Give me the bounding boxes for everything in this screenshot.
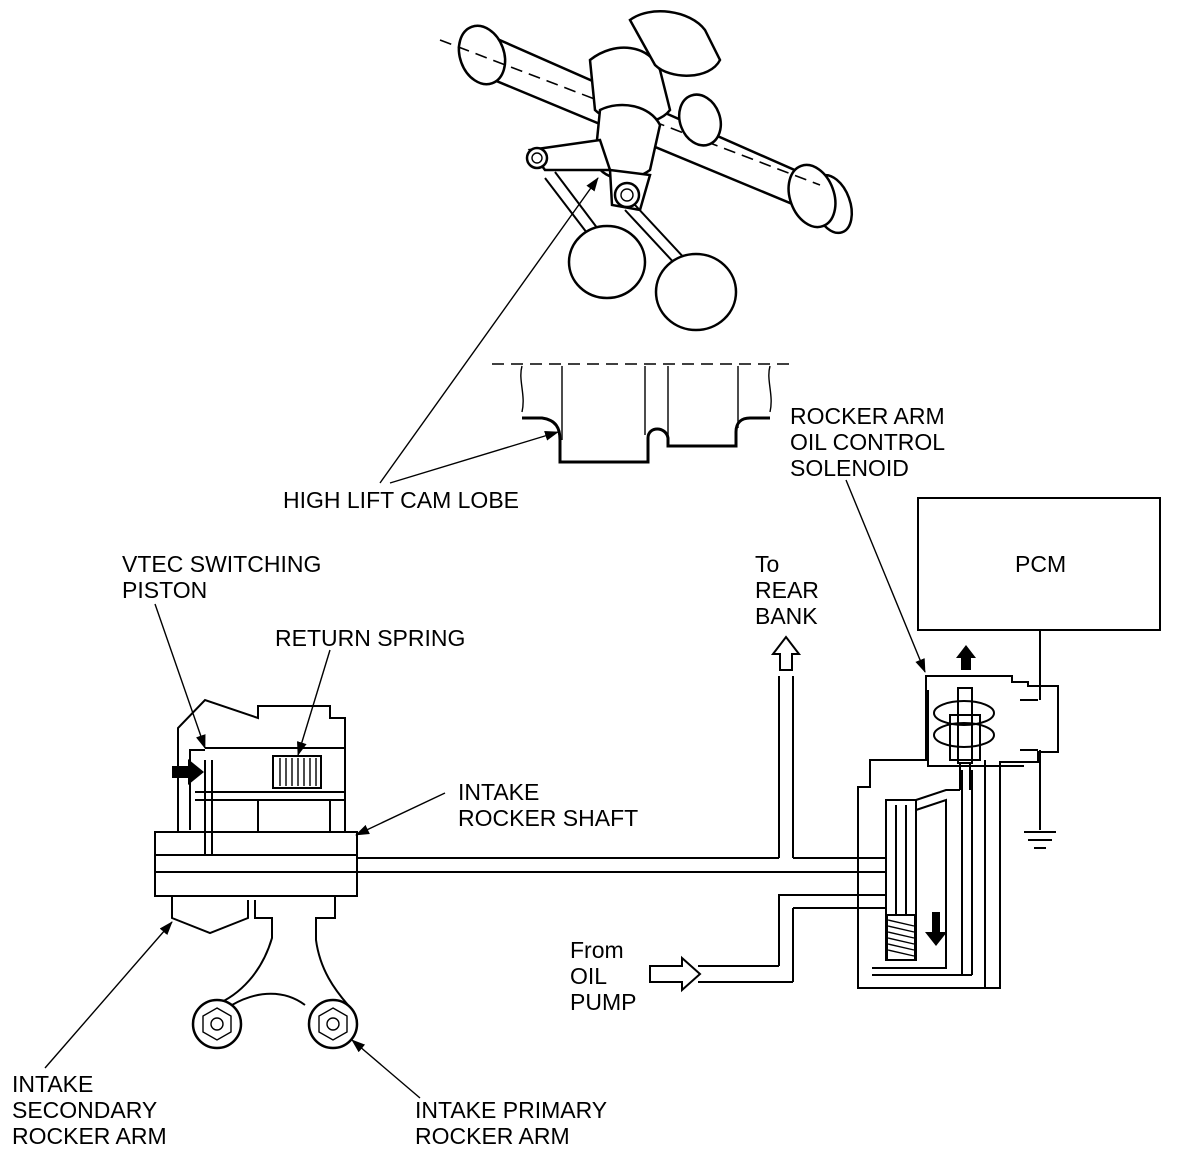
vtec-piston-label-line-1: VTEC SWITCHING	[122, 551, 322, 577]
vtec-piston-label: VTEC SWITCHING PISTON	[122, 551, 321, 603]
from-oil-pump-line-2: OIL	[570, 963, 608, 989]
solenoid-label-line-3: SOLENOID	[790, 455, 909, 481]
to-rear-bank-line-1: To	[755, 551, 780, 577]
intake-rocker-shaft-line-2: ROCKER SHAFT	[458, 805, 639, 831]
intake-rocker-shaft-line-1: INTAKE	[458, 779, 540, 805]
intake-secondary-line-2: SECONDARY	[12, 1097, 158, 1123]
solenoid-label-line-1: ROCKER ARM	[790, 403, 945, 429]
intake-primary-label: INTAKE PRIMARY ROCKER ARM	[415, 1097, 607, 1149]
oil-passages	[357, 676, 886, 983]
leader-lines	[44, 177, 926, 1099]
from-oil-pump-arrow	[649, 955, 702, 993]
intake-secondary-label: INTAKE SECONDARY ROCKER ARM	[12, 1071, 167, 1149]
pcm-label: PCM	[1015, 551, 1067, 577]
from-oil-pump-line-1: From	[570, 937, 624, 963]
intake-primary-line-1: INTAKE PRIMARY	[415, 1097, 608, 1123]
cam-profile-detail	[492, 363, 795, 464]
high-lift-cam-lobe-label: HIGH LIFT CAM LOBE	[283, 487, 520, 513]
camshaft-assembly	[439, 10, 854, 332]
from-oil-pump-label: From OIL PUMP	[570, 937, 636, 1015]
piston-arrow	[172, 759, 204, 785]
to-rear-bank-arrow	[770, 635, 802, 671]
to-rear-bank-line-2: REAR	[755, 577, 819, 603]
to-rear-bank-line-3: BANK	[755, 603, 818, 629]
secondary-adjuster	[191, 998, 243, 1050]
solenoid-valve	[857, 630, 1059, 989]
return-spring-label: RETURN SPRING	[275, 625, 466, 651]
return-spring	[272, 755, 322, 789]
intake-secondary-line-1: INTAKE	[12, 1071, 94, 1097]
to-rear-bank-label: To REAR BANK	[755, 551, 819, 629]
rocker-shaft-mechanism	[154, 698, 359, 1050]
primary-adjuster	[307, 998, 359, 1050]
intake-primary-line-2: ROCKER ARM	[415, 1123, 570, 1149]
solenoid-label-line-2: OIL CONTROL	[790, 429, 946, 455]
rocker-shaft	[154, 831, 358, 897]
vtec-piston-label-line-2: PISTON	[122, 577, 208, 603]
solenoid-label: ROCKER ARM OIL CONTROL SOLENOID	[790, 403, 945, 481]
intake-rocker-shaft-label: INTAKE ROCKER SHAFT	[458, 779, 638, 831]
intake-secondary-line-3: ROCKER ARM	[12, 1123, 167, 1149]
from-oil-pump-line-3: PUMP	[570, 989, 637, 1015]
